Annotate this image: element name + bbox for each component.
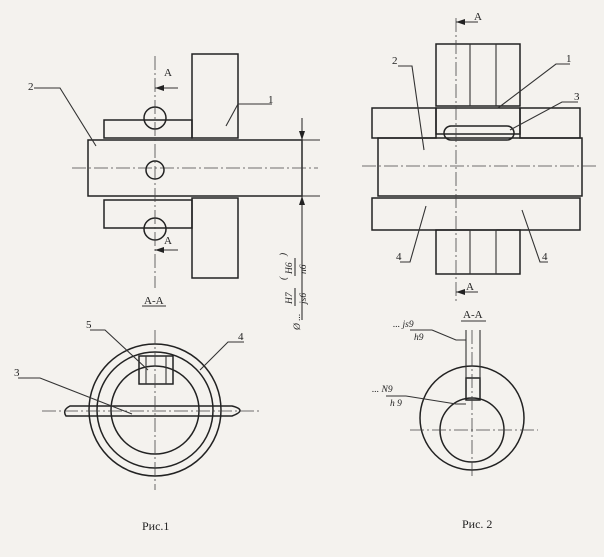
- collar-upper: [103, 119, 193, 139]
- fit-annotation-2a: ... js9 h9: [393, 320, 466, 343]
- svg-text:): ): [278, 253, 289, 257]
- svg-text:... N9: ... N9: [372, 385, 393, 395]
- label-4-right: 4: [542, 251, 548, 263]
- label-3: 3: [14, 367, 20, 379]
- svg-text:(: (: [278, 276, 289, 280]
- section-mark-top: А: [164, 67, 172, 79]
- leader-2: [34, 87, 97, 147]
- section-title-1: А-А: [144, 295, 164, 307]
- figure-1: А А 2 1 Ø ... H7 js6 ( H6 n6 ) А-А: [14, 53, 320, 533]
- collar-lower: [103, 199, 193, 229]
- hub2-lower-outline: [435, 229, 521, 275]
- label-4-left: 4: [396, 251, 402, 263]
- svg-text:Ø ...: Ø ...: [293, 314, 303, 331]
- svg-text:... js9: ... js9: [393, 320, 414, 330]
- figure-2: А А 2 1 3 4 4 А-А ... js9 h9 ... N: [362, 11, 598, 531]
- section-title-2: А-А: [463, 309, 483, 321]
- svg-text:h9: h9: [414, 333, 424, 343]
- leader-1: [225, 103, 272, 127]
- section-mark-bottom: А: [164, 235, 172, 247]
- svg-text:js6: js6: [299, 293, 309, 306]
- hub2-boss: [435, 107, 521, 135]
- svg-text:h 9: h 9: [390, 399, 402, 409]
- label-1: 1: [268, 94, 274, 106]
- fit-annotation-1: Ø ... H7 js6 ( H6 n6 ): [278, 253, 309, 331]
- svg-text:H7: H7: [285, 291, 295, 305]
- svg-text:n6: n6: [299, 264, 309, 274]
- key-3: [443, 125, 515, 141]
- caption-2: Рис. 2: [462, 517, 492, 531]
- label-5: 5: [86, 319, 92, 331]
- hub2-upper-outline: [435, 43, 521, 107]
- caption-1: Рис.1: [142, 519, 169, 533]
- label-2-fig2: 2: [392, 55, 398, 67]
- label-1-fig2: 1: [566, 53, 572, 65]
- pin-3: [63, 405, 241, 417]
- shaft-2: [377, 137, 583, 197]
- label-3-fig2: 3: [574, 91, 580, 103]
- label-2: 2: [28, 81, 34, 93]
- section-mark-2-top: А: [474, 11, 482, 23]
- hub-upper: [191, 53, 239, 139]
- label-4: 4: [238, 331, 244, 343]
- hub-lower: [191, 197, 239, 279]
- fit-annotation-2b: ... N9 h 9: [372, 385, 466, 409]
- keyway: [465, 377, 481, 401]
- svg-text:H6: H6: [285, 262, 295, 275]
- slot-5: [138, 355, 174, 385]
- section-mark-2-bottom: А: [466, 281, 474, 293]
